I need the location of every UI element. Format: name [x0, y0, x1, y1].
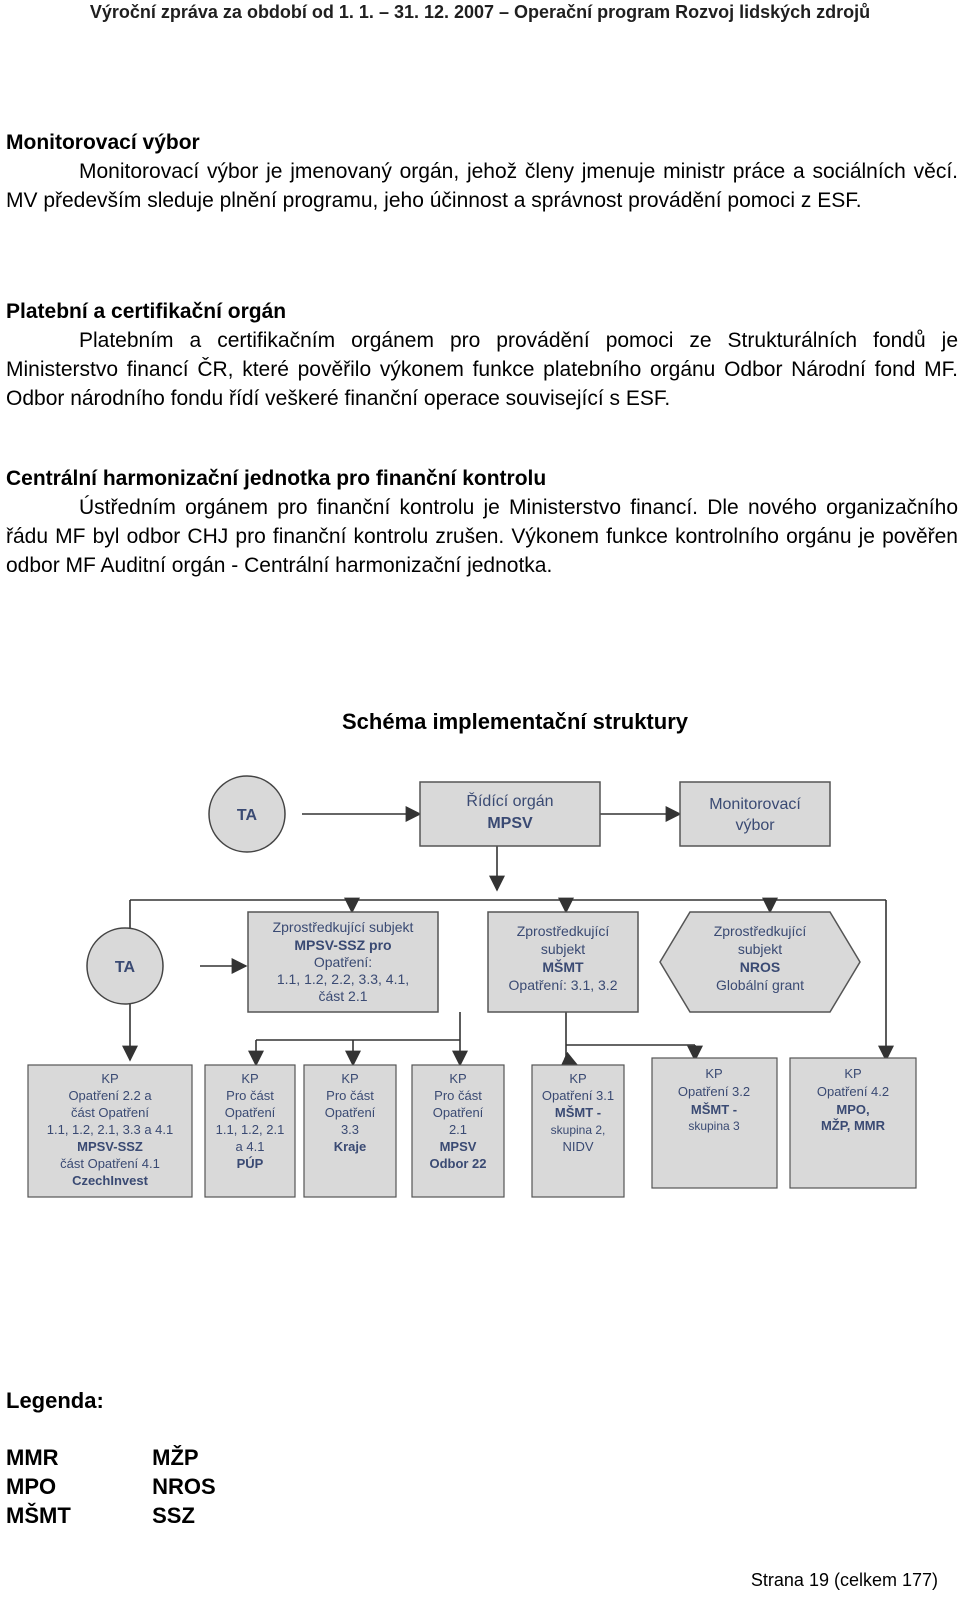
- kp-box-1: KP Opatření 2.2 a část Opatření 1.1, 1.2…: [27, 1064, 193, 1198]
- svg-text:Opatření 3.2: Opatření 3.2: [678, 1084, 750, 1099]
- legend-item: MMR: [6, 1445, 59, 1470]
- section-text: Ústředním orgánem pro finanční kontrolu …: [6, 496, 958, 577]
- svg-text:Zprostředkující subjekt: Zprostředkující subjekt: [273, 919, 414, 935]
- svg-text:KP: KP: [569, 1071, 586, 1086]
- zs-msmt-box: Zprostředkující subjekt MŠMT Opatření: 3…: [487, 911, 639, 1013]
- svg-text:KP: KP: [341, 1071, 358, 1086]
- svg-text:Opatření: Opatření: [325, 1105, 376, 1120]
- svg-text:MPSV: MPSV: [440, 1139, 477, 1154]
- section-chj: Centrální harmonizační jednotka pro fina…: [6, 464, 958, 580]
- legend-item: NROS: [152, 1474, 216, 1499]
- svg-text:MPSV-SSZ: MPSV-SSZ: [77, 1139, 143, 1154]
- svg-text:a 4.1: a 4.1: [236, 1139, 265, 1154]
- legend-column-2: MŽP NROS SSZ: [152, 1443, 216, 1530]
- svg-text:MPSV-SSZ pro: MPSV-SSZ pro: [294, 937, 391, 953]
- ta-circle-mid: TA: [86, 927, 164, 1005]
- svg-text:skupina 3: skupina 3: [688, 1119, 740, 1133]
- svg-text:2.1: 2.1: [449, 1122, 467, 1137]
- svg-text:subjekt: subjekt: [738, 941, 782, 957]
- svg-text:MŠMT -: MŠMT -: [691, 1102, 737, 1117]
- svg-text:MŠMT: MŠMT: [542, 958, 584, 975]
- svg-text:Opatření 4.2: Opatření 4.2: [817, 1084, 889, 1099]
- legend-item: MŠMT: [6, 1503, 71, 1528]
- kp-box-7: KP Opatření 4.2 MPO, MŽP, MMR: [789, 1057, 917, 1189]
- svg-text:Pro část: Pro část: [434, 1088, 482, 1103]
- svg-text:KP: KP: [101, 1071, 118, 1086]
- section-title: Platební a certifikační orgán: [6, 300, 287, 323]
- monitorovaci-vybor-box: Monitorovací výbor: [679, 781, 831, 847]
- svg-text:MPSV: MPSV: [487, 815, 533, 832]
- legend-item: MŽP: [152, 1445, 199, 1470]
- kp-box-5: KP Opatření 3.1 MŠMT - skupina 2, NIDV: [531, 1064, 625, 1198]
- svg-text:skupina 2,: skupina 2,: [551, 1123, 606, 1137]
- svg-text:subjekt: subjekt: [541, 941, 585, 957]
- svg-text:1.1, 1.2, 2.1: 1.1, 1.2, 2.1: [216, 1122, 285, 1137]
- legend-column-1: MMR MPO MŠMT: [6, 1443, 146, 1530]
- schema-title: Schéma implementační struktury: [341, 709, 688, 734]
- svg-text:část 2.1: část 2.1: [318, 988, 367, 1004]
- svg-text:výbor: výbor: [735, 817, 775, 834]
- page-number: Strana 19 (celkem 177): [750, 1570, 938, 1590]
- svg-text:část Opatření: část Opatření: [71, 1105, 149, 1120]
- page-header: Výroční zpráva za období od 1. 1. – 31. …: [89, 2, 871, 22]
- svg-text:Opatření 2.2 a: Opatření 2.2 a: [68, 1088, 152, 1103]
- svg-text:Opatření: 3.1, 3.2: Opatření: 3.1, 3.2: [509, 977, 618, 993]
- svg-text:MŽP, MMR: MŽP, MMR: [821, 1118, 886, 1133]
- section-title: Centrální harmonizační jednotka pro fina…: [6, 467, 547, 490]
- svg-text:NROS: NROS: [740, 959, 780, 975]
- svg-text:KP: KP: [241, 1071, 258, 1086]
- implementation-structure-diagram: TA TA Řídící orgán MPSV Monitorovací výb…: [27, 775, 917, 1198]
- svg-text:1.1, 1.2, 2.1, 3.3 a 4.1: 1.1, 1.2, 2.1, 3.3 a 4.1: [47, 1122, 173, 1137]
- svg-text:Opatření: Opatření: [225, 1105, 276, 1120]
- section-title: Monitorovací výbor: [6, 131, 200, 154]
- svg-text:Opatření: Opatření: [433, 1105, 484, 1120]
- svg-text:Zprostředkující: Zprostředkující: [517, 923, 610, 939]
- svg-text:PÚP: PÚP: [237, 1156, 264, 1171]
- svg-text:NIDV: NIDV: [562, 1139, 593, 1154]
- svg-text:MŠMT -: MŠMT -: [555, 1105, 601, 1120]
- svg-text:TA: TA: [237, 807, 258, 824]
- legend: MMR MPO MŠMT MŽP NROS SSZ: [6, 1443, 216, 1530]
- svg-text:Kraje: Kraje: [334, 1139, 367, 1154]
- svg-text:3.3: 3.3: [341, 1122, 359, 1137]
- kp-box-2: KP Pro část Opatření 1.1, 1.2, 2.1 a 4.1…: [204, 1064, 296, 1198]
- kp-box-6: KP Opatření 3.2 MŠMT - skupina 3: [651, 1057, 778, 1189]
- kp-box-3: KP Pro část Opatření 3.3 Kraje: [303, 1064, 397, 1198]
- svg-text:KP: KP: [705, 1066, 722, 1081]
- svg-text:Opatření 3.1: Opatření 3.1: [542, 1088, 614, 1103]
- svg-text:1.1, 1.2, 2.2, 3.3, 4.1,: 1.1, 1.2, 2.2, 3.3, 4.1,: [277, 971, 409, 987]
- section-text: Platebním a certifikačním orgánem pro pr…: [6, 329, 958, 410]
- svg-text:Globální grant: Globální grant: [716, 977, 804, 993]
- legend-title: Legenda:: [6, 1388, 104, 1413]
- ta-circle-top: TA: [208, 775, 286, 853]
- svg-text:CzechInvest: CzechInvest: [72, 1173, 149, 1188]
- svg-text:Pro část: Pro část: [226, 1088, 274, 1103]
- legend-item: MPO: [6, 1474, 57, 1499]
- legend-item: SSZ: [152, 1503, 195, 1528]
- svg-text:Zprostředkující: Zprostředkující: [714, 923, 807, 939]
- svg-text:MPO,: MPO,: [836, 1102, 869, 1117]
- ridici-organ-box: Řídící orgán MPSV: [419, 781, 601, 847]
- kp-box-4: KP Pro část Opatření 2.1 MPSV Odbor 22: [411, 1064, 505, 1198]
- svg-text:Pro část: Pro část: [326, 1088, 374, 1103]
- svg-text:Monitorovací: Monitorovací: [709, 796, 801, 813]
- svg-text:Řídící orgán: Řídící orgán: [466, 791, 553, 810]
- zs-mpsv-ssz-box: Zprostředkující subjekt MPSV-SSZ pro Opa…: [247, 911, 439, 1013]
- svg-text:KP: KP: [449, 1071, 466, 1086]
- section-text: Monitorovací výbor je jmenovaný orgán, j…: [6, 160, 958, 212]
- section-monitorovaci-vybor: Monitorovací výbor Monitorovací výbor je…: [6, 128, 958, 215]
- svg-text:KP: KP: [844, 1066, 861, 1081]
- svg-text:část Opatření 4.1: část Opatření 4.1: [60, 1156, 160, 1171]
- section-platebni-organ: Platební a certifikační orgán Platebním …: [6, 297, 958, 413]
- svg-text:Opatření:: Opatření:: [314, 954, 372, 970]
- svg-text:Odbor 22: Odbor 22: [429, 1156, 486, 1171]
- zs-nros-box: Zprostředkující subjekt NROS Globální gr…: [659, 911, 861, 1013]
- svg-text:TA: TA: [115, 959, 136, 976]
